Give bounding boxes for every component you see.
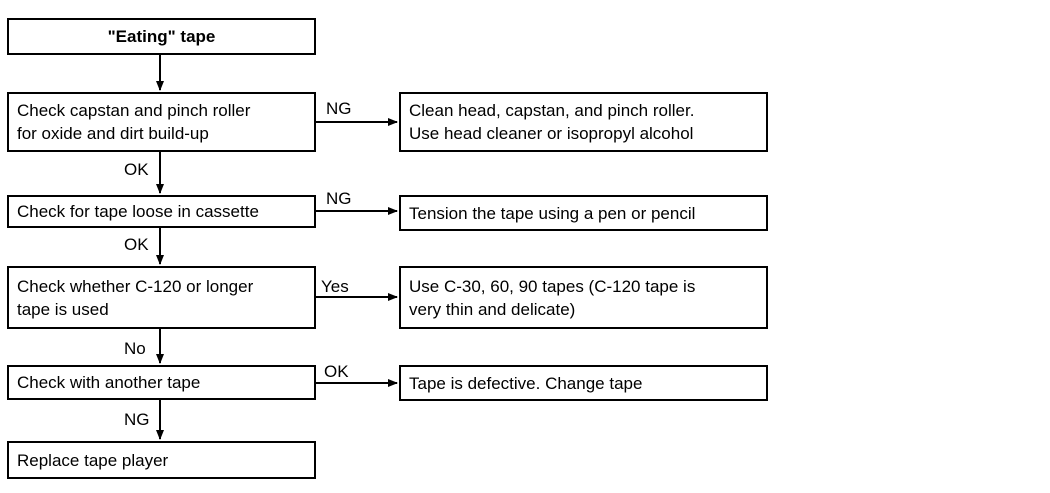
check-another-tape-node: Check with another tape [7,365,316,400]
edge-label-no: No [124,339,146,358]
edge-label-ng-down: NG [124,410,150,429]
edge-label-ok-1: OK [124,160,149,179]
check-tape-loose-node: Check for tape loose in cassette [7,195,316,228]
action-use-shorter-tapes-node: Use C-30, 60, 90 tapes (C-120 tape is ve… [399,266,768,329]
action-tension-tape-node: Tension the tape using a pen or pencil [399,195,768,231]
edge-label-yes: Yes [321,277,349,296]
edge-label-ng-1: NG [326,99,352,118]
replace-tape-player-node: Replace tape player [7,441,316,479]
action-clean-head-node: Clean head, capstan, and pinch roller. U… [399,92,768,152]
edge-label-ok-2: OK [124,235,149,254]
action-tape-defective-node: Tape is defective. Change tape [399,365,768,401]
check-capstan-node: Check capstan and pinch roller for oxide… [7,92,316,152]
check-c120-node: Check whether C-120 or longer tape is us… [7,266,316,329]
edge-label-ok-right: OK [324,362,349,381]
start-node: "Eating" tape [7,18,316,55]
edge-label-ng-2: NG [326,189,352,208]
